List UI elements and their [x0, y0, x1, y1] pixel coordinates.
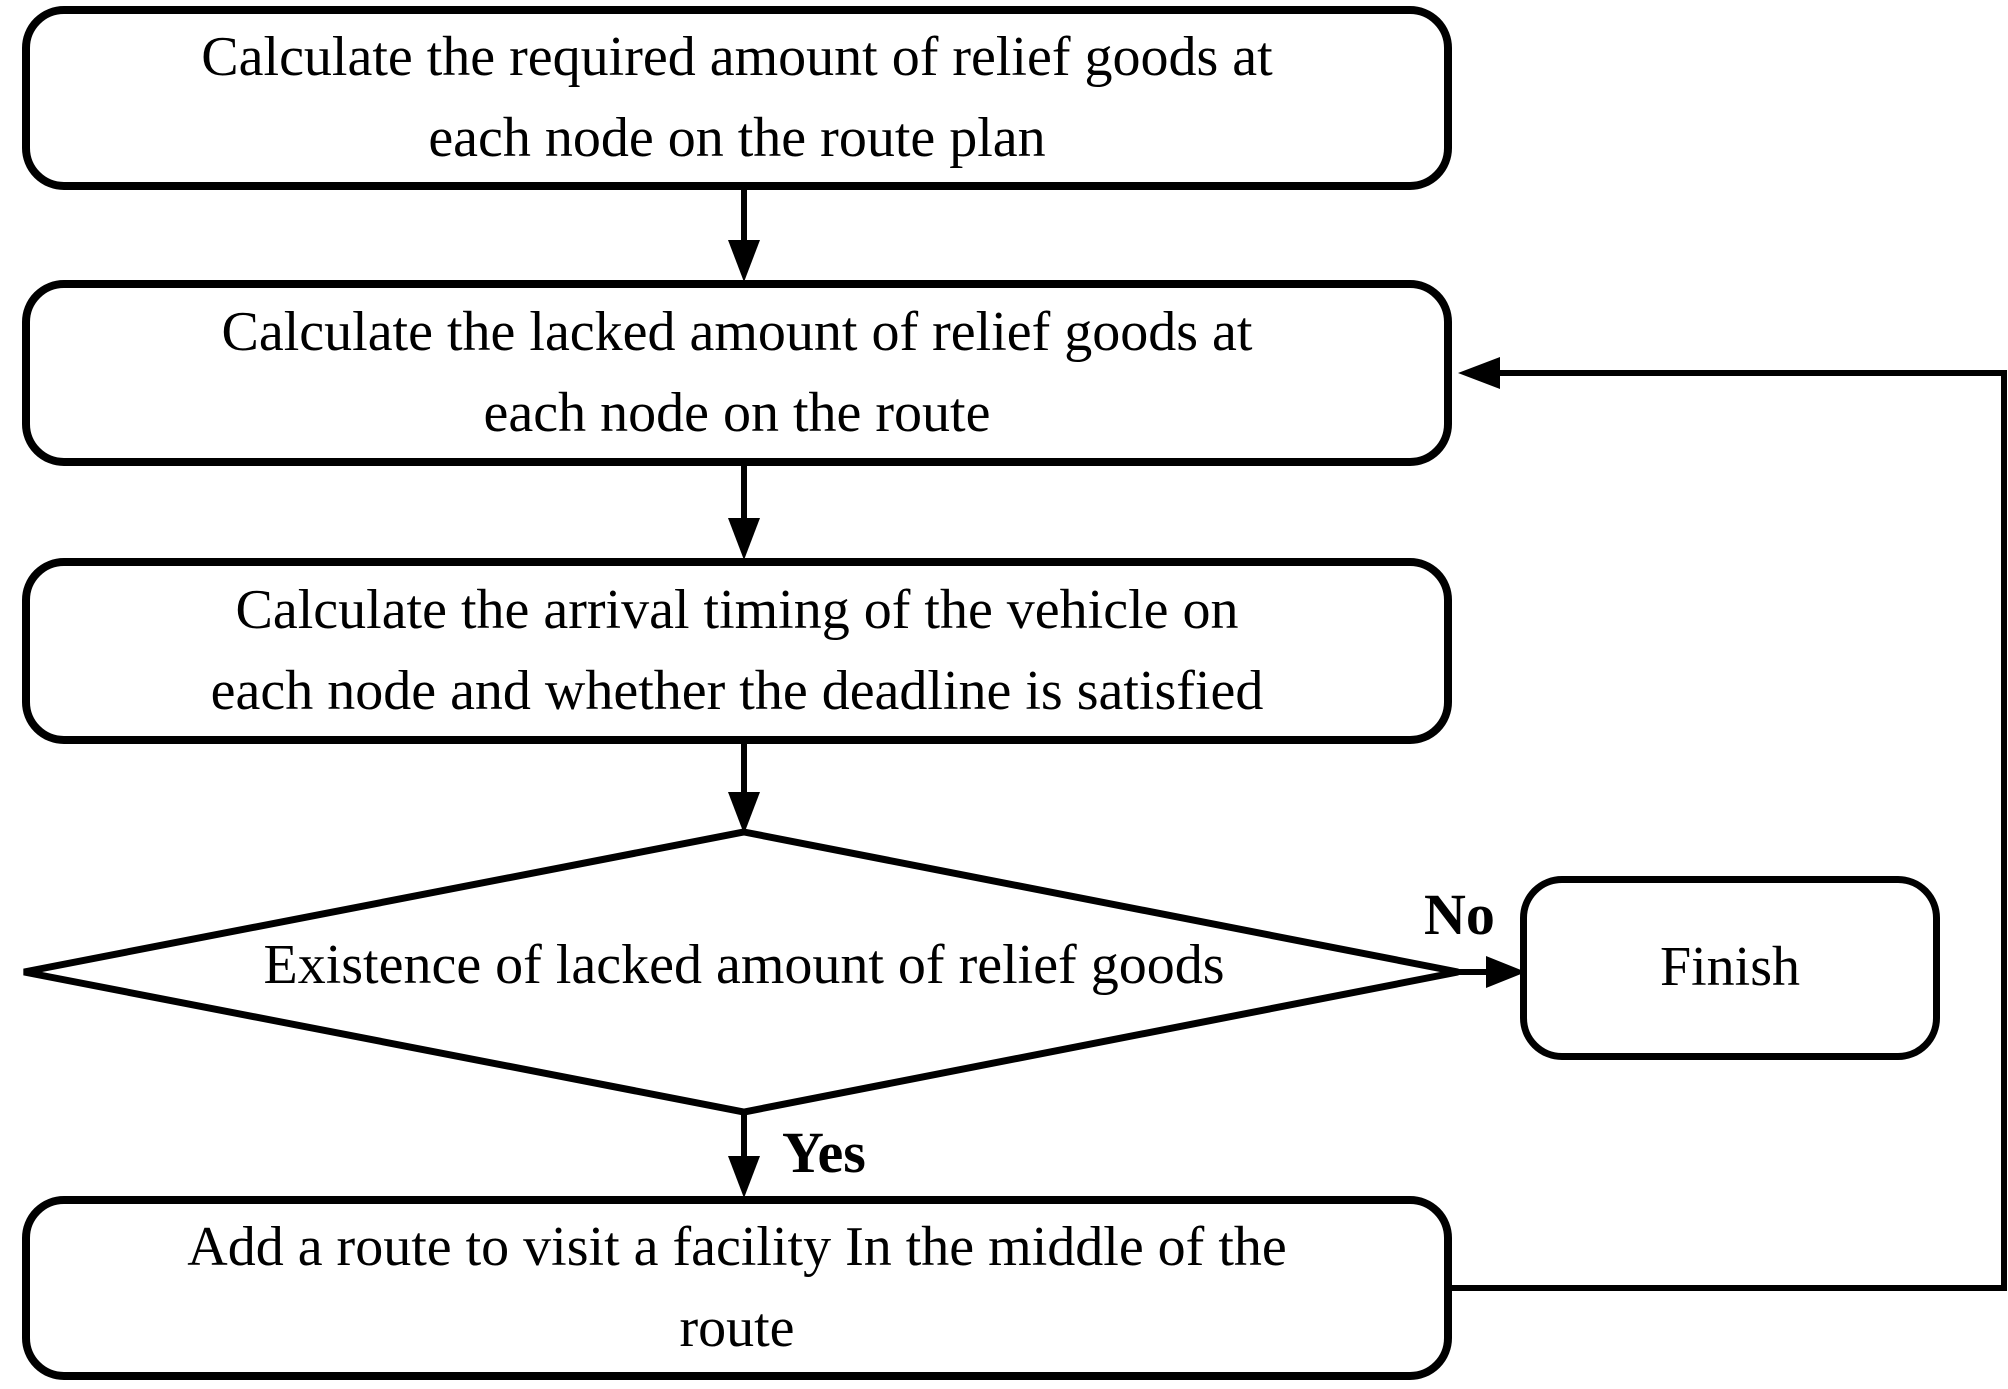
edge-step1-step2: [728, 190, 760, 282]
node-label: Finish: [1659, 936, 1801, 999]
node-add-route-facility: Add a route to visit a facility In the m…: [22, 1196, 1452, 1380]
node-calc-required-goods: Calculate the required amount of relief …: [22, 6, 1452, 190]
node-label: Calculate the required amount of relief …: [201, 25, 1273, 169]
node-finish: Finish: [1520, 876, 1940, 1060]
edge-decision-finish: [1456, 956, 1526, 988]
decision-diamond-shape: [23, 828, 1459, 1116]
edge-decision-step4: [728, 1112, 760, 1198]
node-label: Calculate the arrival timing of the vehi…: [210, 578, 1264, 722]
node-calc-lacked-goods: Calculate the lacked amount of relief go…: [22, 280, 1452, 466]
edge-label-yes: Yes: [782, 1120, 866, 1185]
node-calc-arrival-timing: Calculate the arrival timing of the vehi…: [22, 558, 1452, 744]
node-label: Calculate the lacked amount of relief go…: [221, 300, 1253, 444]
node-label: Add a route to visit a facility In the m…: [187, 1215, 1287, 1359]
edge-label-no: No: [1424, 882, 1495, 947]
edge-step4-step2-feedback: [1450, 357, 2007, 1291]
decision-existence-lacked-goods: Existence of lacked amount of relief goo…: [263, 934, 1225, 996]
edge-step3-decision: [728, 744, 760, 834]
edge-step2-step3: [728, 466, 760, 560]
